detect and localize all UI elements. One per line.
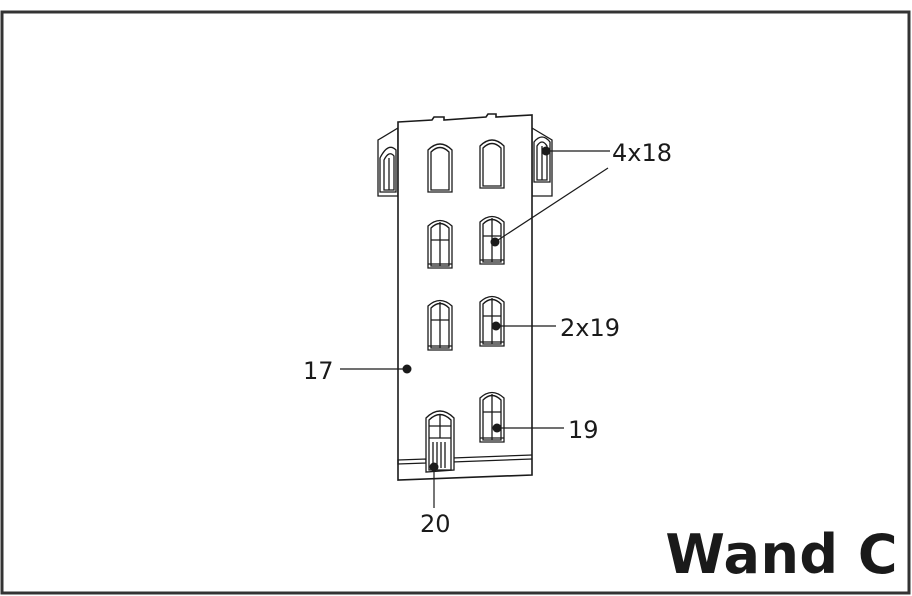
upper-window-1 bbox=[427, 143, 453, 193]
callout-windows-pair: 2x19 bbox=[560, 314, 621, 342]
door bbox=[425, 410, 455, 473]
window-row-3 bbox=[427, 295, 505, 351]
window-ground bbox=[479, 391, 505, 443]
side-window-left bbox=[379, 146, 397, 193]
page-title: Wand C bbox=[665, 523, 898, 586]
side-window-right bbox=[533, 136, 551, 183]
callout-wall: 17 bbox=[303, 357, 334, 385]
panel-border bbox=[0, 10, 911, 595]
upper-window-2 bbox=[479, 139, 505, 189]
callout-door: 20 bbox=[420, 510, 451, 538]
callout-arched-windows: 4x18 bbox=[612, 139, 673, 167]
callout-window-single: 19 bbox=[568, 416, 599, 444]
window-row-2 bbox=[427, 215, 505, 269]
main-wall-panel bbox=[397, 113, 533, 481]
leader-lines bbox=[340, 150, 610, 508]
wall-drawing bbox=[377, 113, 553, 481]
leader-dots bbox=[402, 146, 551, 472]
